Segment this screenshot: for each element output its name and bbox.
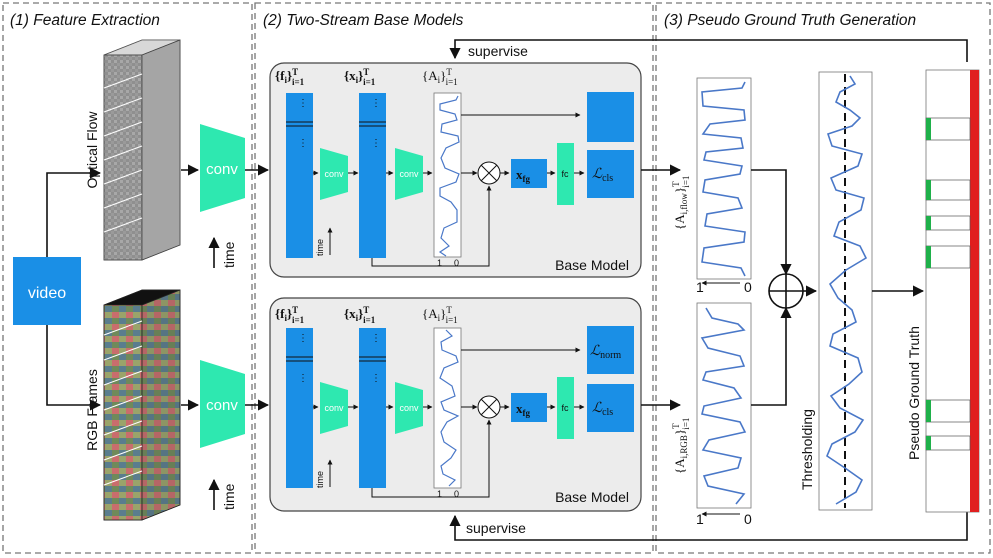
flow-plot-axis-zero: 0 — [744, 279, 752, 295]
video-label: video — [28, 285, 66, 302]
rgb-plot-axis-one: 1 — [696, 511, 704, 527]
flow-attn-axis-zero: 0 — [454, 258, 459, 268]
flow-fc-label: fc — [561, 169, 569, 179]
rgb-time-label: time — [221, 483, 237, 510]
section-title-pseudo-gt: (3) Pseudo Ground Truth Generation — [664, 12, 916, 29]
fusion-add-icon — [768, 273, 804, 309]
svg-text:⋮: ⋮ — [371, 138, 381, 149]
video-block: video — [13, 257, 81, 325]
thresholding-plot: Thresholding — [799, 71, 873, 511]
flow-inner-time-label: time — [315, 239, 325, 256]
rgb-conv2-label: conv — [399, 403, 419, 413]
two-stream-frame — [254, 2, 654, 554]
flow-conv1-label: conv — [324, 169, 344, 179]
rgb-attention-plot: {Ai,RGB}Ti=1 1 0 — [671, 302, 752, 527]
rgb-base-model-label: Base Model — [555, 489, 629, 505]
flow-attn-axis-one: 1 — [437, 258, 442, 268]
pseudo-ground-truth-label: Pseudo Ground Truth — [906, 326, 922, 460]
flow-base-model-label: Base Model — [555, 257, 629, 273]
rgb-attn-axis-zero: 0 — [454, 489, 459, 499]
svg-text:⋮: ⋮ — [371, 98, 381, 109]
flow-conv2-label: conv — [399, 169, 419, 179]
flow-time-label: time — [221, 241, 237, 268]
svg-text:⋮: ⋮ — [298, 138, 308, 149]
section-title-feature-extraction: (1) Feature Extraction — [10, 12, 160, 29]
rgb-attention-curve — [439, 329, 460, 487]
flow-conv-label: conv — [206, 161, 238, 178]
flow-conv-block: conv — [200, 124, 245, 212]
rgb-to-fusion-arrow — [751, 306, 792, 406]
thresholding-label: Thresholding — [799, 409, 815, 490]
rgb-plot-axis-zero: 0 — [744, 511, 752, 527]
flow-attention-symbol: {Ai,flow}Ti=1 — [671, 176, 691, 230]
supervise-top-label: supervise — [468, 43, 528, 59]
rgb-conv1-label: conv — [324, 403, 344, 413]
video-to-flow-arrow — [46, 167, 102, 257]
rgb-inner-time-label: time — [315, 471, 325, 488]
rgb-conv-block: conv — [200, 360, 245, 448]
video-to-rgb-arrow — [46, 325, 102, 411]
pseudo-gt-frame — [655, 2, 991, 554]
flow-attention-curve — [438, 95, 460, 257]
supervise-bottom-arrow — [449, 512, 968, 541]
rgb-attn-axis-one: 1 — [437, 489, 442, 499]
optical-flow-stack: Optical Flow — [84, 39, 181, 261]
optical-flow-label: Optical Flow — [84, 111, 100, 189]
svg-text:⋮: ⋮ — [371, 333, 381, 344]
svg-text:⋮: ⋮ — [298, 98, 308, 109]
feature-extraction-frame — [2, 2, 253, 554]
svg-text:⋮: ⋮ — [298, 333, 308, 344]
rgb-conv-label: conv — [206, 397, 238, 414]
svg-text:⋮: ⋮ — [298, 373, 308, 384]
supervise-top-arrow — [449, 39, 968, 62]
rgb-frames-label: RGB Frames — [84, 369, 100, 451]
svg-text:⋮: ⋮ — [371, 373, 381, 384]
flow-to-fusion-arrow — [751, 169, 792, 276]
section-title-two-stream: (2) Two-Stream Base Models — [263, 12, 464, 29]
pseudo-ground-truth-bar: Pseudo Ground Truth — [906, 69, 980, 513]
supervise-bottom-label: supervise — [466, 520, 526, 536]
flow-plot-axis-one: 1 — [696, 279, 704, 295]
rgb-frames-stack: RGB Frames — [84, 289, 181, 521]
flow-attention-plot: {Ai,flow}Ti=1 1 0 — [671, 77, 752, 295]
rgb-fc-label: fc — [561, 403, 569, 413]
rgb-attention-symbol: {Ai,RGB}Ti=1 — [671, 418, 691, 474]
